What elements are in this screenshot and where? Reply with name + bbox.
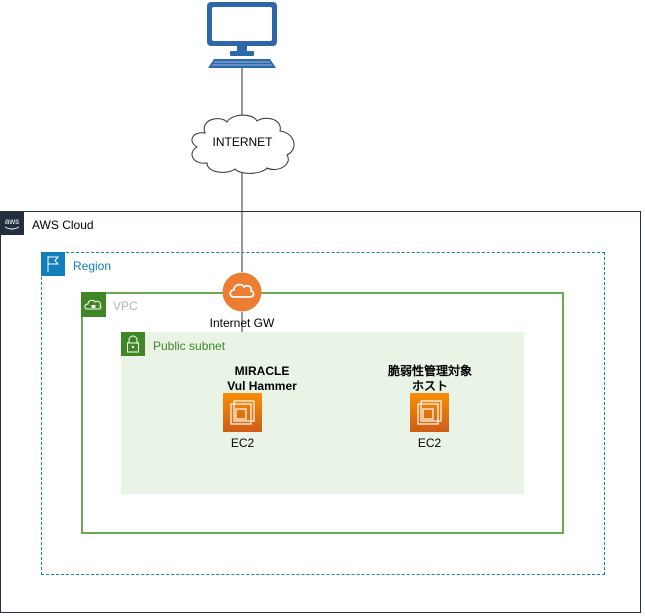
subnet-label: Public subnet: [153, 339, 226, 353]
ec2-right-title: 脆弱性管理対象 ホスト: [370, 364, 490, 394]
ec2-left-title: MIRACLE Vul Hammer: [202, 364, 322, 394]
ec2-instance-right[interactable]: [410, 393, 449, 432]
aws-cloud-label: AWS Cloud: [32, 218, 94, 232]
vpc-cloud-lock-icon: [81, 292, 106, 317]
region-label: Region: [73, 259, 112, 273]
ec2-right-label: EC2: [417, 436, 442, 450]
ec2-chip-icon: [417, 400, 442, 425]
lock-icon: [121, 332, 145, 356]
svg-text:aws: aws: [5, 217, 19, 226]
computer-icon: [207, 2, 277, 68]
ec2-left-title-line2: Vul Hammer: [227, 379, 297, 393]
flag-icon: [41, 252, 65, 276]
igw-label: Internet GW: [209, 316, 275, 330]
internet-label: INTERNET: [212, 135, 273, 149]
internet-gateway-icon[interactable]: [222, 272, 262, 312]
vpc-label: VPC: [113, 299, 138, 313]
ec2-right-title-line2: ホスト: [411, 379, 448, 393]
ec2-instance-left[interactable]: [223, 393, 262, 432]
vpc-group: [81, 292, 564, 534]
region-group: [41, 252, 605, 575]
ec2-left-title-line1: MIRACLE: [234, 364, 290, 378]
public-subnet-group: [121, 332, 524, 494]
ec2-left-label: EC2: [230, 436, 255, 450]
internet-cloud-icon: [191, 114, 295, 174]
ec2-chip-icon: [230, 400, 255, 425]
aws-logo-icon: aws: [0, 211, 24, 235]
aws-cloud-group: [0, 211, 641, 613]
ec2-right-title-line1: 脆弱性管理対象: [387, 364, 472, 378]
